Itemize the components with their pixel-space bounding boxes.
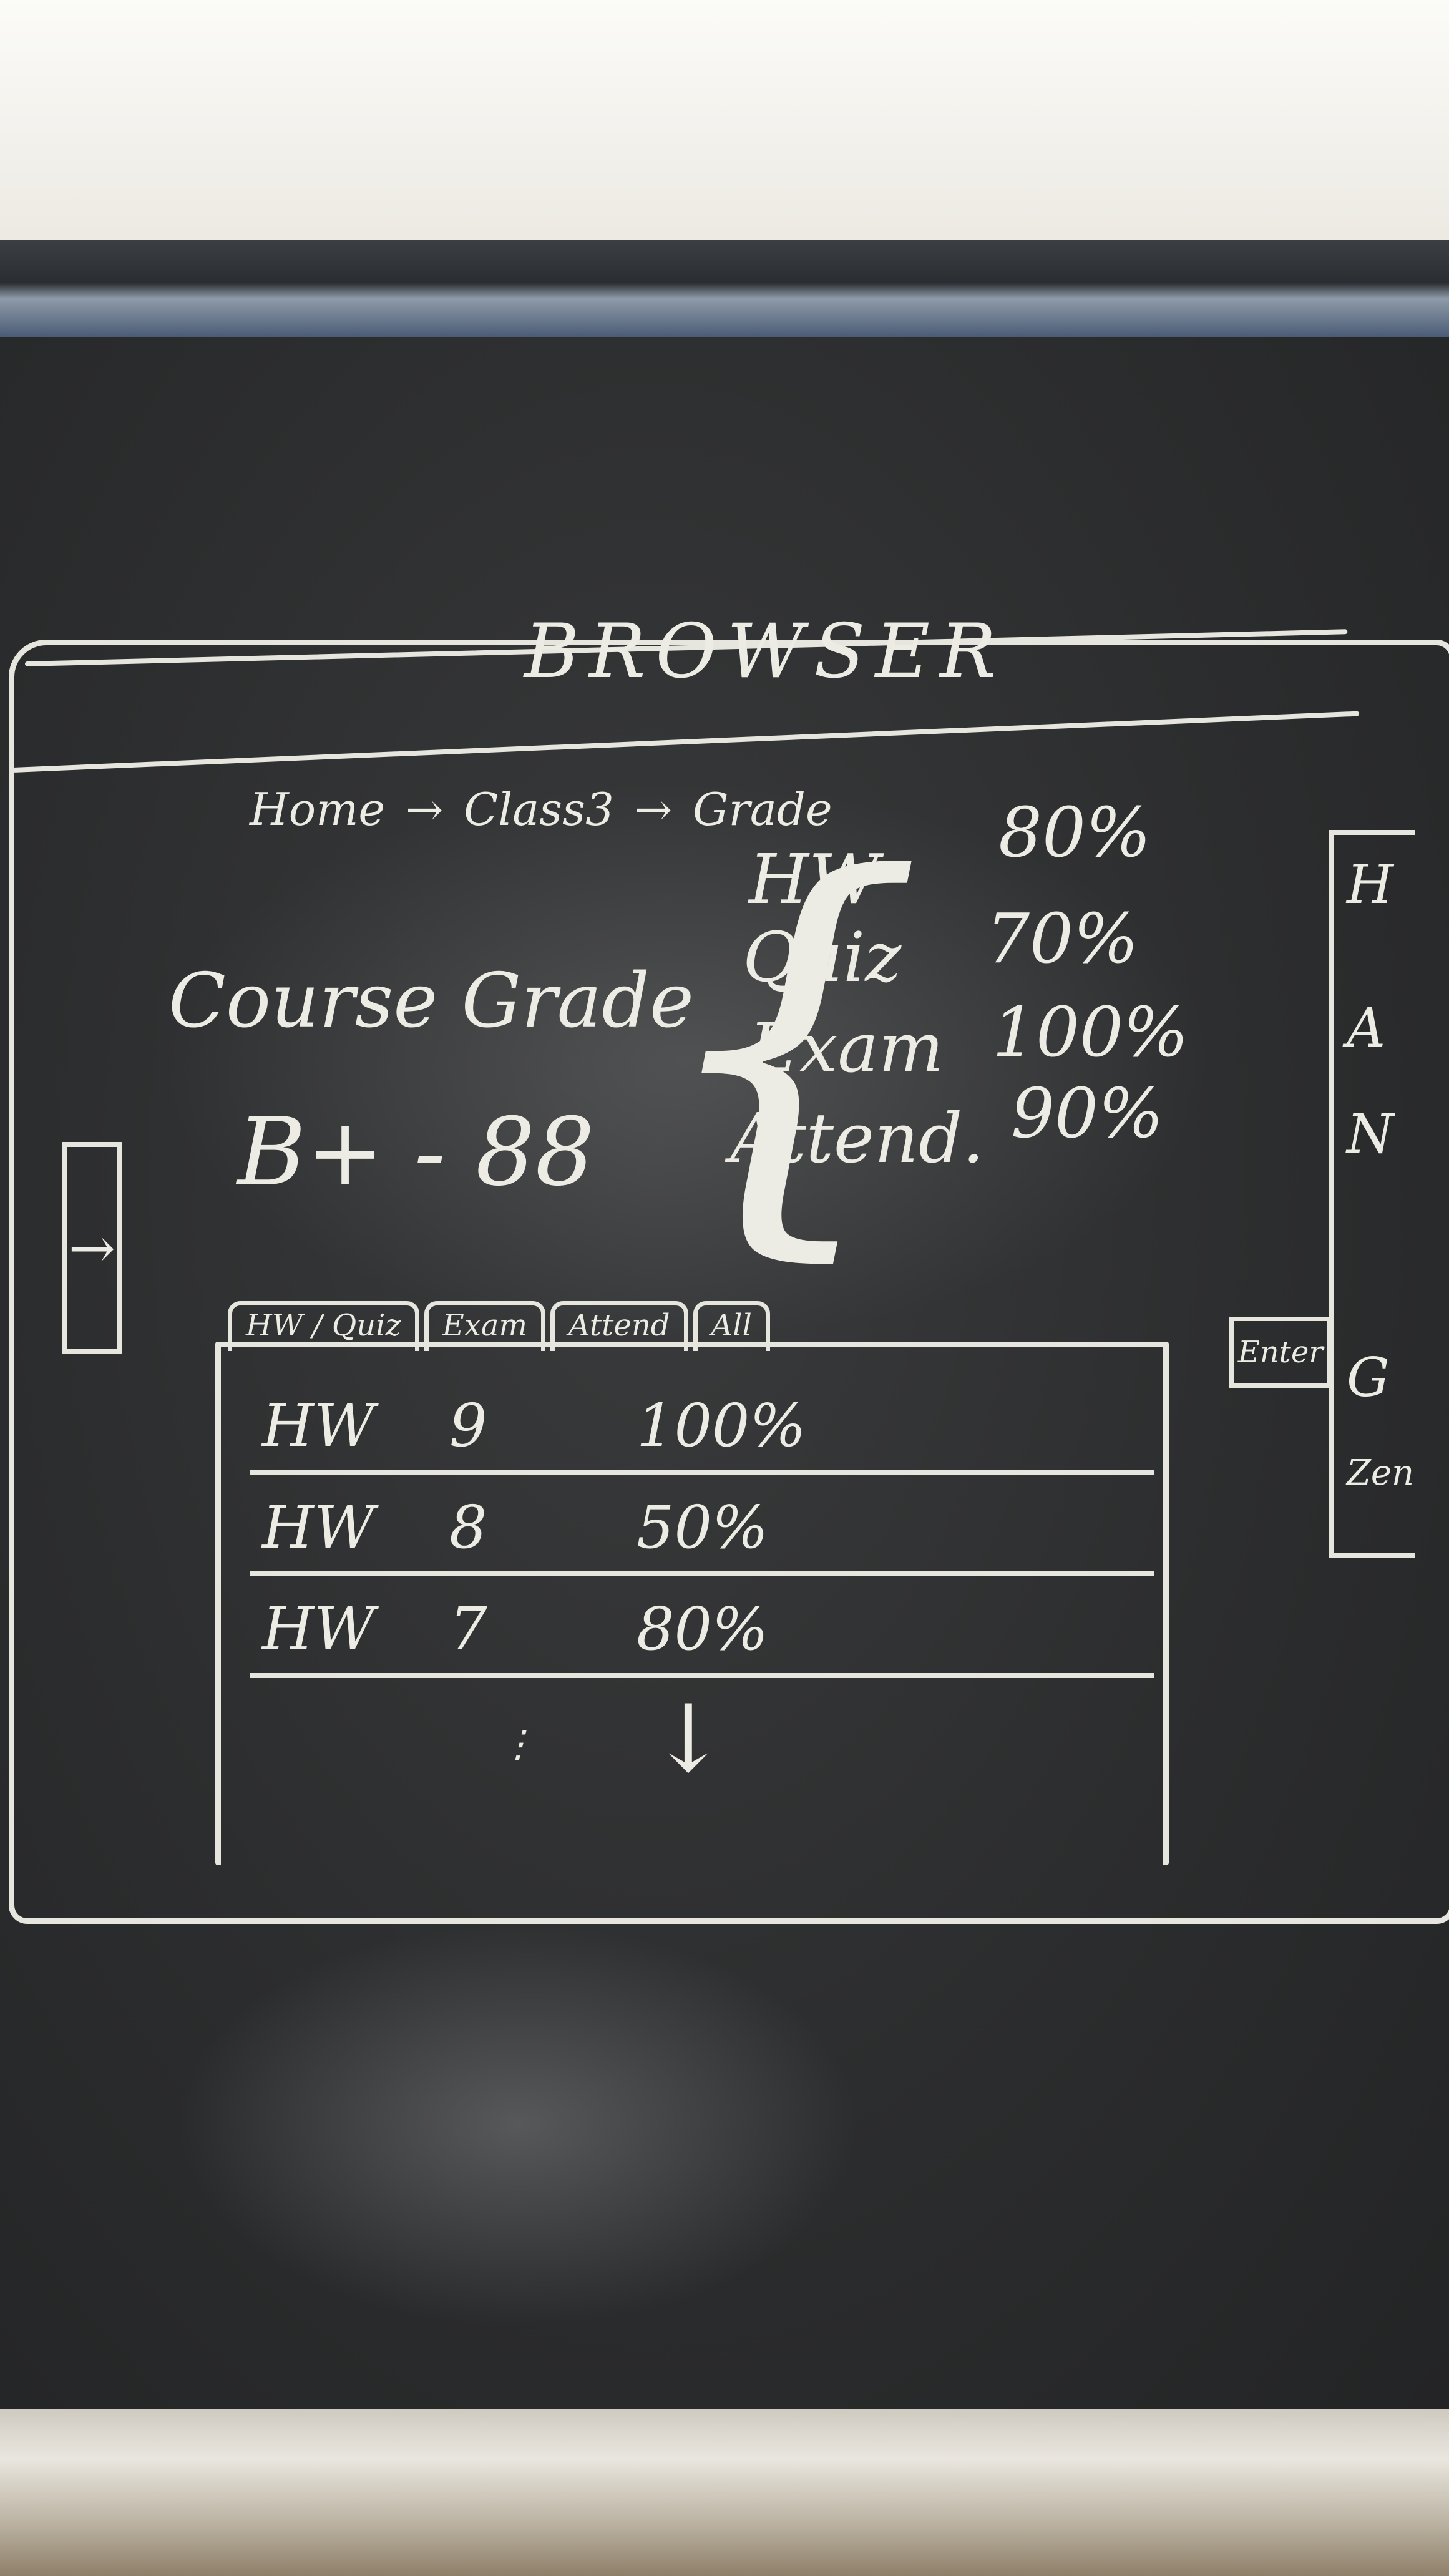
- summary-quiz-value: 70%: [986, 899, 1139, 978]
- right-panel-item[interactable]: H: [1347, 854, 1393, 916]
- summary-hw-value: 80%: [998, 793, 1151, 872]
- row-score: 80%: [637, 1595, 769, 1664]
- tab-quiz-label: Quiz: [331, 1308, 401, 1343]
- summary-attend-label: Attend.: [730, 1098, 985, 1178]
- enter-button[interactable]: Enter: [1229, 1317, 1332, 1388]
- tab-hw-quiz[interactable]: HW / Quiz: [228, 1301, 419, 1351]
- summary-exam-label: Exam: [749, 1008, 944, 1088]
- tab-all[interactable]: All: [693, 1301, 770, 1351]
- tab-attend[interactable]: Attend: [550, 1301, 688, 1351]
- row-number: 8: [449, 1493, 487, 1562]
- chalkboard: [0, 337, 1449, 2421]
- breadcrumb-separator: →: [634, 783, 673, 836]
- right-panel-item[interactable]: G: [1347, 1347, 1390, 1409]
- arrow-right-icon: →: [68, 1216, 116, 1281]
- table-row[interactable]: HW 7 80%: [250, 1576, 1154, 1678]
- more-dots-icon: ⋮: [499, 1722, 537, 1766]
- browser-title: BROWSER: [524, 608, 1007, 695]
- breadcrumb-separator: →: [405, 783, 444, 836]
- breadcrumb-grade[interactable]: Grade: [693, 783, 832, 836]
- summary-brace: {: [649, 788, 927, 1296]
- board-top-rail: [0, 240, 1449, 346]
- expand-sidebar-button[interactable]: →: [62, 1142, 122, 1354]
- summary-quiz-label: Quiz: [743, 917, 902, 997]
- wall: [0, 0, 1449, 250]
- row-score: 100%: [637, 1392, 806, 1460]
- breadcrumb[interactable]: Home → Class3 → Grade: [250, 783, 839, 836]
- course-grade-label: Course Grade: [168, 958, 695, 1045]
- row-type: HW: [262, 1493, 375, 1562]
- row-number: 7: [449, 1595, 487, 1664]
- assignment-table-panel: [215, 1342, 1169, 1865]
- right-panel-item[interactable]: Zen: [1347, 1453, 1415, 1493]
- assignment-tabs: HW / Quiz Exam Attend All: [228, 1301, 775, 1351]
- row-type: HW: [262, 1595, 375, 1664]
- table-row[interactable]: HW 9 100%: [250, 1373, 1154, 1475]
- row-type: HW: [262, 1392, 375, 1460]
- row-score: 50%: [637, 1493, 769, 1562]
- breadcrumb-class[interactable]: Class3: [464, 783, 614, 836]
- scroll-down-arrow-icon[interactable]: ↓: [649, 1685, 728, 1793]
- row-number: 9: [449, 1392, 487, 1460]
- assignment-table: HW 9 100% HW 8 50% HW 7 80%: [250, 1373, 1154, 1678]
- summary-exam-value: 100%: [992, 992, 1189, 1072]
- chalk-tray: [0, 2409, 1449, 2576]
- eraser-smudge: [156, 780, 1217, 1342]
- browser-window: [9, 640, 1449, 1924]
- summary-attend-value: 90%: [1011, 1073, 1164, 1153]
- course-grade-value: B+ - 88: [237, 1098, 595, 1207]
- right-side-panel: H A N G Zen: [1329, 830, 1415, 1558]
- eraser-smudge: [175, 1922, 861, 2328]
- right-panel-item[interactable]: N: [1347, 1103, 1394, 1166]
- breadcrumb-home[interactable]: Home: [250, 783, 386, 836]
- right-panel-item[interactable]: A: [1347, 997, 1386, 1060]
- summary-hw-label: HW: [749, 839, 879, 919]
- table-row[interactable]: HW 8 50%: [250, 1475, 1154, 1576]
- tab-hw-label: HW: [246, 1308, 303, 1343]
- tab-exam[interactable]: Exam: [424, 1301, 546, 1351]
